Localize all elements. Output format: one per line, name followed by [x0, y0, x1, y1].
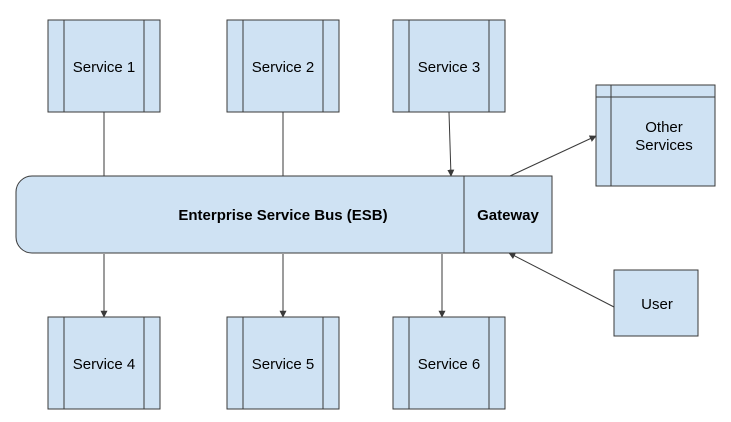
service-box-6: Service 6 [392, 316, 506, 410]
other-services-label-line-1: Other [645, 119, 683, 136]
connector-user-gateway [508, 252, 615, 308]
service-4-label: Service 4 [73, 356, 136, 373]
service-box-3: Service 3 [392, 19, 506, 113]
other-services-box: Other Services [595, 84, 716, 187]
service-box-4: Service 4 [47, 316, 161, 410]
service-box-1: Service 1 [47, 19, 161, 113]
service-3-label: Service 3 [418, 59, 481, 76]
service-box-2: Service 2 [226, 19, 340, 113]
bus-label: Enterprise Service Bus (ESB) [178, 207, 387, 224]
service-1-label: Service 1 [73, 59, 136, 76]
user-label: User [641, 296, 673, 313]
other-services-label-line-2: Services [635, 137, 693, 154]
connector-service-3-bus [447, 111, 455, 177]
service-box-5: Service 5 [226, 316, 340, 410]
gateway-box: Gateway [463, 175, 553, 254]
gateway-label: Gateway [477, 207, 539, 224]
user-box: User [613, 269, 699, 337]
service-5-label: Service 5 [252, 356, 315, 373]
service-2-label: Service 2 [252, 59, 315, 76]
service-6-label: Service 6 [418, 356, 481, 373]
connector-gateway-other-services [509, 135, 597, 177]
